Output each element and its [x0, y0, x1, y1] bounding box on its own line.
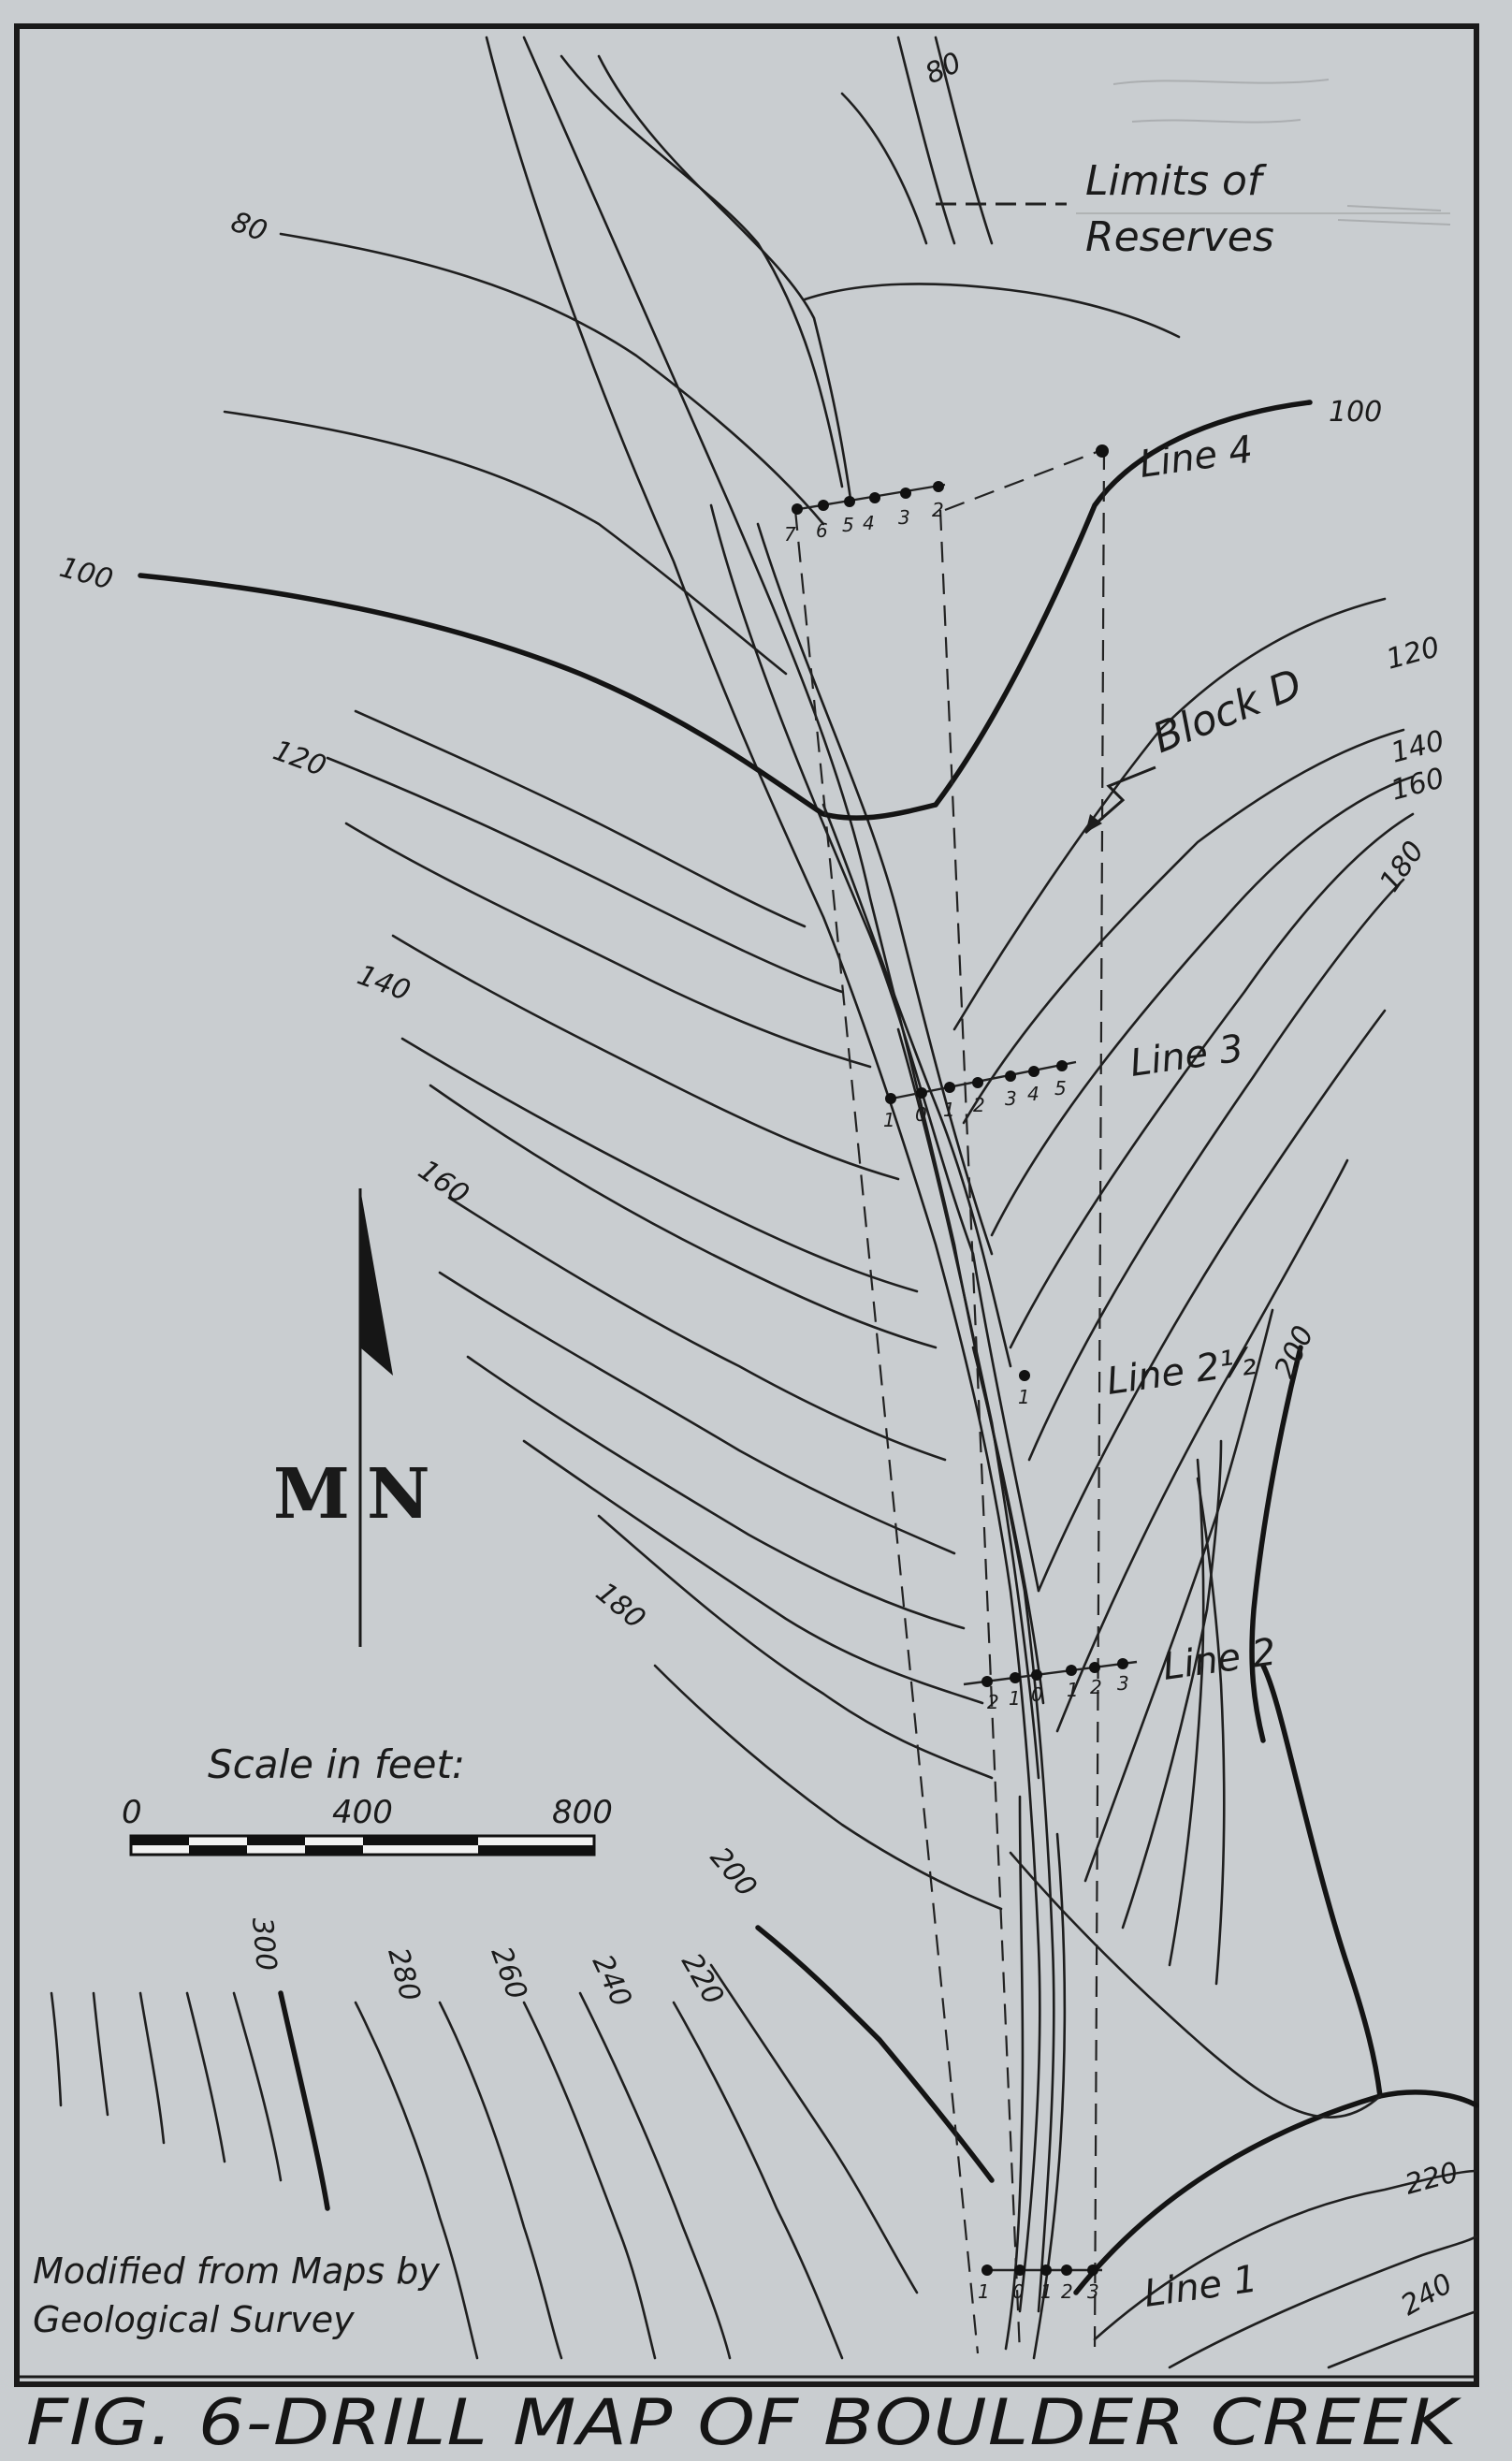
hole-label: 1: [978, 2280, 990, 2303]
north-arrow: M N: [273, 1188, 430, 1647]
scale-seg: [247, 1836, 305, 1845]
scale-title: Scale in feet:: [208, 1741, 465, 1787]
contours-west: [50, 232, 1003, 2360]
hole-label: 1: [1018, 1386, 1030, 1408]
reserve-limits: [793, 447, 1106, 2354]
drill-line-1: [981, 2264, 1102, 2276]
drill-hole: [792, 503, 803, 515]
credit-line-2: Geological Survey: [33, 2299, 355, 2340]
drill-line-2-half: [1019, 1370, 1030, 1381]
north-arrow-icon: [360, 1188, 393, 1376]
hole-labels: 7 6 5 4 3 2 1 0 1 2 3 4 5 1 2 1 0 1 2 3 …: [784, 499, 1129, 2303]
hole-label: 1: [1009, 1687, 1021, 1710]
drill-hole: [1089, 1662, 1100, 1673]
drill-hole: [1014, 2264, 1025, 2276]
drill-line-2: [963, 1658, 1138, 1687]
drill-hole: [916, 1087, 927, 1099]
contours-east: [803, 36, 1479, 2369]
drill-hole: [900, 488, 911, 499]
hole-label: 7: [784, 523, 796, 546]
drill-hole: [981, 2264, 993, 2276]
drill-hole: [1019, 1370, 1030, 1381]
scale-seg: [363, 1836, 478, 1845]
drill-line-4: [792, 444, 1109, 515]
drill-hole: [1087, 2264, 1098, 2276]
block-d-arrowhead-icon: [1085, 814, 1102, 833]
hole-label: 3: [1087, 2280, 1099, 2303]
hole-label: 0: [1031, 1683, 1043, 1706]
map-border: [14, 23, 1479, 2387]
hole-label: 1: [943, 1099, 955, 1121]
scale-seg: [478, 1845, 594, 1855]
creek-channel: [485, 36, 1067, 2360]
hole-label: 5: [842, 514, 854, 536]
hole-label: 2: [1090, 1676, 1102, 1698]
drill-hole: [818, 500, 829, 511]
legend: Limits of Reserves: [936, 157, 1450, 261]
scale-bar: Scale in feet: 0 400 800: [122, 1741, 613, 1857]
drill-line-3: [885, 1060, 1077, 1104]
drill-hole: [844, 496, 855, 507]
hole-label: 4: [863, 512, 875, 534]
pencil-marks: [1112, 79, 1451, 226]
scale-seg: [189, 1845, 247, 1855]
drill-hole: [1056, 1060, 1068, 1071]
hole-label: 0: [915, 1103, 927, 1126]
hole-label: 3: [898, 506, 910, 529]
hole-label: 6: [816, 519, 828, 542]
drill-hole: [1010, 1672, 1021, 1683]
drill-hole: [1066, 1665, 1077, 1676]
drill-hole: [1096, 444, 1109, 458]
drill-hole: [1005, 1070, 1016, 1082]
hole-label: 4: [1027, 1083, 1040, 1105]
scale-seg: [305, 1845, 363, 1855]
contour-label: 100: [1329, 396, 1382, 429]
drill-hole: [1061, 2264, 1072, 2276]
scale-seg: [131, 1836, 189, 1845]
legend-label-1: Limits of: [1085, 157, 1268, 205]
hole-label: 2: [987, 1691, 999, 1713]
hole-label: 2: [932, 499, 944, 521]
drill-hole: [933, 481, 944, 492]
contour-label: 300: [245, 1916, 283, 1973]
hole-label: 1: [1040, 2280, 1053, 2303]
drill-hole: [972, 1077, 983, 1088]
hole-label: 2: [973, 1094, 985, 1116]
map-title: FIG. 6-DRILL MAP OF BOULDER CREEK: [26, 2386, 1462, 2460]
drill-hole: [1117, 1658, 1128, 1669]
scale-tick-label: 400: [332, 1794, 393, 1831]
drill-hole: [1040, 2264, 1052, 2276]
drill-hole: [1028, 1066, 1040, 1077]
north-arrow-m: M: [273, 1454, 350, 1535]
hole-label: 2: [1061, 2280, 1073, 2303]
north-arrow-n: N: [367, 1454, 430, 1535]
drill-hole: [885, 1093, 896, 1104]
hole-label: 3: [1117, 1672, 1129, 1695]
legend-label-2: Reserves: [1085, 213, 1274, 261]
drill-hole: [1031, 1669, 1042, 1681]
hole-label: 0: [1012, 2280, 1025, 2303]
block-d-arrow-icon: [1084, 765, 1156, 835]
drill-hole: [944, 1082, 955, 1093]
hole-label: 1: [1067, 1679, 1079, 1701]
drill-hole: [869, 492, 880, 503]
hole-label: 1: [883, 1109, 895, 1131]
credit-line-1: Modified from Maps by: [33, 2250, 440, 2292]
scale-tick-label: 800: [552, 1794, 613, 1831]
hole-label: 3: [1005, 1087, 1017, 1110]
scale-tick-label: 0: [122, 1794, 142, 1831]
hole-label: 5: [1054, 1077, 1067, 1099]
drill-hole: [981, 1676, 993, 1687]
